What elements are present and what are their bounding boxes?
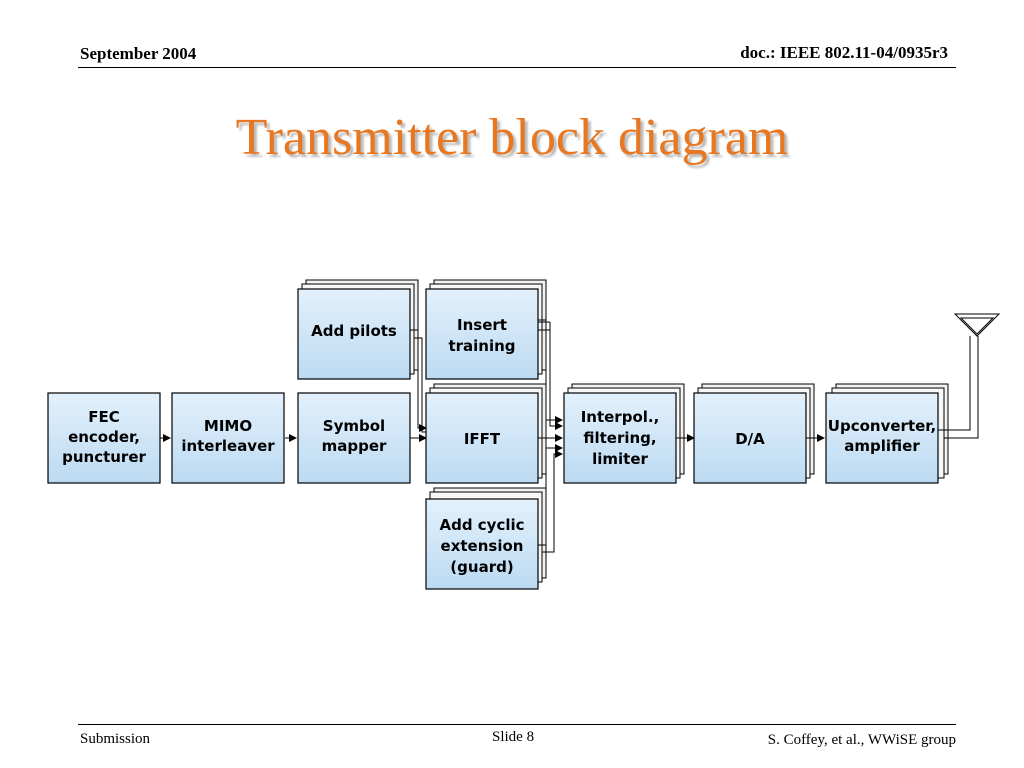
add-pilots-block [297, 288, 411, 380]
mimo-block [171, 392, 285, 484]
insert-training-block [425, 288, 539, 380]
ifft-label: IFFT [464, 430, 501, 448]
training-label-1: Insert [457, 316, 507, 334]
footer-slide-number: Slide 8 [492, 729, 535, 745]
symbol-mapper-block [297, 392, 411, 484]
mimo-label-1: MIMO [204, 417, 252, 435]
interp-label-3: limiter [592, 450, 648, 468]
upconv-label-1: Upconverter, [828, 417, 936, 435]
ifft-block [425, 392, 539, 484]
da-block [693, 392, 807, 484]
upconverter-block [825, 392, 939, 484]
mimo-label-2: interleaver [181, 437, 275, 455]
footer-rule [78, 724, 956, 725]
footer-authors: S. Coffey, et al., WWiSE group [767, 732, 956, 748]
fec-label-1: FEC [88, 408, 120, 426]
interp-label-1: Interpol., [581, 408, 660, 426]
cyclic-label-2: extension [441, 537, 524, 555]
da-label: D/A [735, 430, 765, 448]
cyclic-label-3: (guard) [450, 558, 513, 576]
symbol-label-2: mapper [322, 437, 387, 455]
antenna-icon [953, 313, 1001, 337]
add-cyclic-block [425, 498, 539, 590]
header-rule [78, 67, 956, 68]
header-date: September 2004 [80, 44, 197, 63]
training-label-2: training [448, 337, 515, 355]
connectors [160, 319, 979, 553]
footer-submission: Submission [80, 731, 151, 747]
header-doc-id: doc.: IEEE 802.11-04/0935r3 [740, 43, 948, 62]
blocks [47, 288, 939, 590]
slide-title: Transmitter block diagram [235, 109, 789, 166]
interp-label-2: filtering, [583, 429, 656, 447]
upconv-label-2: amplifier [844, 437, 920, 455]
fec-block [47, 392, 161, 484]
fec-label-2: encoder, [68, 428, 140, 446]
symbol-label-1: Symbol [323, 417, 385, 435]
cyclic-label-1: Add cyclic [439, 516, 524, 534]
interpol-block [563, 392, 677, 484]
fec-label-3: puncturer [62, 448, 146, 466]
pilots-label: Add pilots [311, 322, 397, 340]
